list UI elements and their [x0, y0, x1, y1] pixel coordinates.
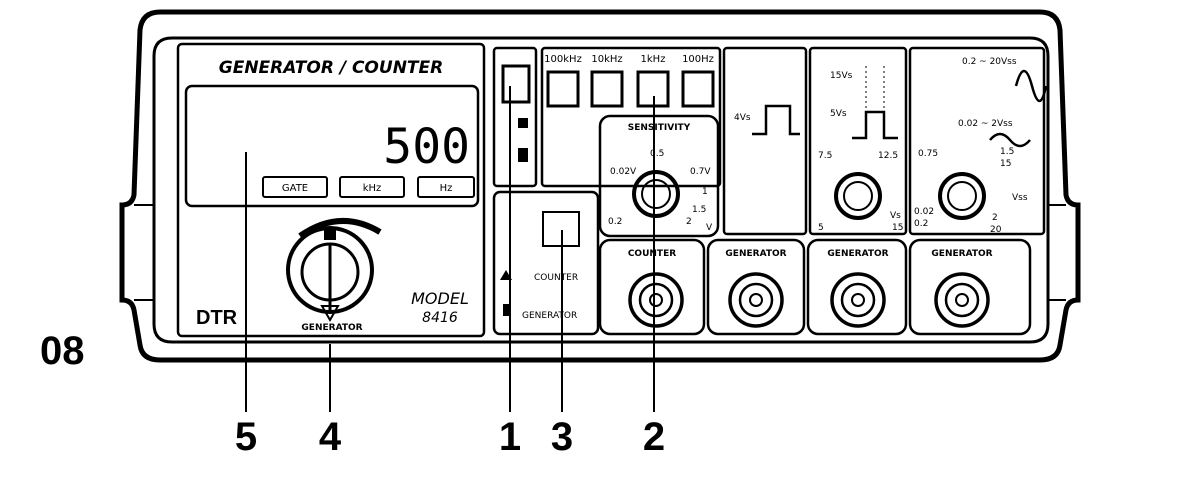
- counter-switch-label: COUNTER: [534, 273, 578, 283]
- display-section: [176, 42, 486, 338]
- ttl-max: 15: [892, 223, 903, 233]
- bnc-generator-output-3[interactable]: [934, 272, 990, 328]
- sensitivity-value-7: V: [706, 223, 713, 233]
- housing-outline: [119, 9, 1081, 363]
- amp-unit: Vss: [1012, 193, 1028, 203]
- sensitivity-value-4: 1.5: [692, 205, 706, 215]
- bnc-label-generator-2: GENERATOR: [827, 249, 888, 259]
- bnc-label-generator-1: GENERATOR: [725, 249, 786, 259]
- gate-indicator: [262, 176, 328, 198]
- amp-low-label: 0.02 ~ 2Vss: [958, 119, 1013, 129]
- sensitivity-value-5: 2: [686, 217, 692, 227]
- power-button[interactable]: [501, 64, 531, 104]
- ttl-min: 5: [818, 223, 824, 233]
- range-label-100hz: 100Hz: [682, 54, 714, 65]
- sensitivity-value-2: 0.7V: [690, 167, 711, 177]
- amp-max-b: 20: [990, 225, 1002, 235]
- generator-knob[interactable]: [286, 218, 382, 323]
- sensitivity-value-6: 0.2: [608, 217, 622, 227]
- range-buttons: 100kHz 10kHz 1kHz 100Hz: [544, 54, 715, 108]
- bnc-generator-output-1[interactable]: [728, 272, 784, 328]
- amp-scale-right-top: 1.5: [1000, 147, 1014, 157]
- bnc-panels: COUNTER GENERATOR GENERATOR GENERATOR: [598, 238, 1032, 336]
- square-wave-icon: [752, 104, 800, 136]
- large-sine-icon: [1014, 69, 1048, 103]
- range-button-10khz[interactable]: [590, 70, 624, 108]
- ttl-scale-left: 7.5: [818, 151, 832, 161]
- amplitude-panel: [908, 46, 1046, 236]
- amp-scale-right: 15: [1000, 159, 1011, 169]
- range-label-100khz: 100kHz: [544, 54, 582, 65]
- sensitivity-knob[interactable]: [632, 170, 680, 218]
- callout-lines: [245, 86, 655, 412]
- sensitivity-value-3: 1: [702, 187, 708, 197]
- counter-switch-panel: [492, 190, 600, 336]
- display-reading: 500: [383, 119, 470, 175]
- amp-scale-left: 0.75: [918, 149, 938, 159]
- lcd-display: [184, 84, 480, 208]
- bnc-counter-input[interactable]: [628, 272, 684, 328]
- amp-min-a: 0.02: [914, 207, 934, 217]
- range-label-1khz: 1kHz: [641, 54, 666, 65]
- callout-5: 5: [235, 415, 257, 459]
- amp-max-a: 2: [992, 213, 998, 223]
- figure-number: 08: [40, 329, 85, 373]
- brand-logo: DTR: [196, 307, 238, 329]
- hz-indicator: [417, 176, 475, 198]
- range-label-10khz: 10kHz: [591, 54, 622, 65]
- ttl-unit: Vs: [890, 211, 901, 221]
- callout-3: 3: [551, 415, 573, 459]
- sensitivity-panel: [598, 114, 720, 238]
- model-label: MODEL: [411, 289, 469, 308]
- model-number: 8416: [422, 310, 458, 326]
- range-button-100khz[interactable]: [546, 70, 580, 108]
- ttl-wave-icon: [852, 110, 898, 140]
- khz-indicator: [339, 176, 405, 198]
- small-sine-icon: [989, 132, 1031, 148]
- amp-high-label: 0.2 ~ 20Vss: [962, 57, 1017, 67]
- hz-label: Hz: [440, 183, 453, 194]
- ttl-top-label: 15Vs: [830, 71, 853, 81]
- generator-switch-label: GENERATOR: [522, 311, 577, 321]
- front-panel-outline: [152, 36, 1050, 344]
- amp-min-b: 0.2: [914, 219, 928, 229]
- sensitivity-value-1: 0.5: [650, 149, 664, 159]
- ttl-scale-right: 12.5: [878, 151, 898, 161]
- ttl-mid-label: 5Vs: [830, 109, 847, 119]
- callout-1: 1: [499, 415, 521, 459]
- square-level-label: 4Vs: [734, 113, 751, 123]
- power-switch-panel: [492, 46, 538, 188]
- bnc-generator-output-2[interactable]: [830, 272, 886, 328]
- bnc-label-generator-3: GENERATOR: [931, 249, 992, 259]
- callout-2: 2: [643, 415, 665, 459]
- gate-label: GATE: [282, 183, 308, 194]
- display-indicators: GATE kHz Hz: [262, 176, 475, 198]
- bnc-label-counter: COUNTER: [628, 249, 676, 259]
- range-panel: [540, 46, 722, 188]
- sensitivity-title: SENSITIVITY: [628, 123, 691, 133]
- square-output-panel: [722, 46, 808, 236]
- amplitude-knob[interactable]: [938, 172, 986, 220]
- callout-4: 4: [319, 415, 342, 459]
- range-button-100hz[interactable]: [681, 70, 715, 108]
- sensitivity-value-0: 0.02V: [610, 167, 637, 177]
- header-title: GENERATOR / COUNTER: [219, 58, 443, 78]
- ttl-level-knob[interactable]: [834, 172, 882, 220]
- generator-knob-label: GENERATOR: [301, 323, 362, 333]
- khz-label: kHz: [363, 183, 382, 194]
- ttl-output-panel: [808, 46, 908, 236]
